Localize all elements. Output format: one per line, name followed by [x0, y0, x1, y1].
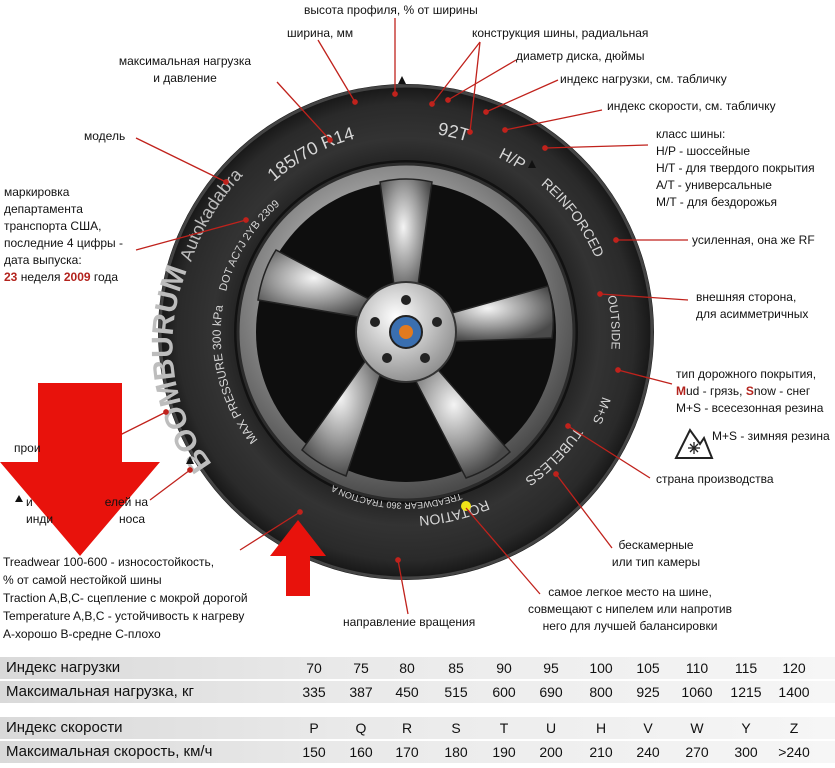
max-load-cell: 1215	[730, 684, 762, 700]
label-load-index: индекс нагрузки, см. табличку	[560, 72, 727, 86]
label-rotation-direction: направление вращения	[343, 615, 476, 629]
tire-outside-text: OUTSIDE	[605, 294, 623, 350]
max-speed-cell: 200	[539, 744, 563, 760]
snowflake-mountain-icon	[674, 428, 714, 459]
label-speed-index: индекс скорости, см. табличку	[607, 99, 776, 113]
label-rim-diameter: диаметр диска, дюймы	[516, 49, 645, 63]
speed-index-row: Индекс скорости P Q R S T U H V W Y Z	[0, 717, 835, 739]
max-speed-cell: 180	[444, 744, 468, 760]
max-load-cell: 925	[636, 684, 660, 700]
load-index-cell: 115	[734, 660, 758, 676]
load-index-row: Индекс нагрузки 70 75 80 85 90 95 100 105 110 115…	[0, 657, 835, 679]
load-index-cell: 100	[589, 660, 613, 676]
max-speed-cell: 240	[636, 744, 660, 760]
load-index-cell: 70	[306, 660, 322, 676]
load-index-cell: 80	[399, 660, 415, 676]
load-index-cell: 120	[782, 660, 806, 676]
label-winter: M+S - зимняя резина	[712, 429, 830, 443]
label-construction: конструкция шины, радиальная	[472, 26, 649, 40]
indicator-triangle-icon	[15, 495, 23, 502]
speed-index-cell: U	[545, 720, 557, 736]
label-tubeless: бескамерные или тип камеры	[611, 538, 701, 569]
load-index-header: Индекс нагрузки	[6, 659, 121, 676]
label-road-type: тип дорожного покрытия, Mud - грязь, Sno…	[676, 367, 824, 415]
load-index-cell: 85	[448, 660, 464, 676]
label-model: модель	[84, 129, 126, 143]
speed-index-cell: H	[595, 720, 607, 736]
label-profile-height: высота профиля, % от ширины	[304, 3, 478, 17]
max-load-cell: 450	[395, 684, 419, 700]
label-reinforced: усиленная, она же RF	[692, 233, 815, 247]
max-speed-cell: 160	[349, 744, 373, 760]
load-index-cell: 95	[543, 660, 559, 676]
max-load-cell: 335	[302, 684, 326, 700]
label-lightest-point: самое легкое место на шине, совмещают с …	[528, 585, 732, 633]
max-speed-cell: 210	[589, 744, 613, 760]
load-index-table: Индекс нагрузки 70 75 80 85 90 95 100 105 110 115…	[0, 657, 835, 705]
max-speed-cell: 150	[302, 744, 326, 760]
max-load-cell: 800	[589, 684, 613, 700]
label-outside: внешняя сторона, для асимметричных	[696, 290, 809, 321]
max-load-cell: 1060	[681, 684, 713, 700]
label-tire-class: класс шины: H/P - шоссейные H/T - для тв…	[656, 127, 815, 209]
max-load-cell: 515	[444, 684, 468, 700]
max-load-header: Максимальная нагрузка, кг	[6, 683, 195, 700]
speed-index-table: Индекс скорости P Q R S T U H V W Y Z Максимальная…	[0, 717, 835, 765]
max-speed-cell: 190	[492, 744, 516, 760]
max-speed-cell: >240	[778, 744, 810, 760]
max-load-row: Максимальная нагрузка, кг 335 387 450 515 60…	[0, 681, 835, 703]
load-index-cell: 110	[685, 660, 709, 676]
valve-point-icon	[461, 501, 471, 511]
max-load-cell: 600	[492, 684, 516, 700]
treadwear-note: Treadwear 100-600 - износостойкость, % о…	[3, 555, 248, 641]
speed-index-cell: Z	[789, 720, 799, 736]
speed-index-cell: V	[643, 720, 653, 736]
speed-index-header: Индекс скорости	[6, 719, 123, 736]
max-speed-cell: 170	[395, 744, 419, 760]
load-index-cell: 90	[496, 660, 512, 676]
max-speed-row: Максимальная скорость, км/ч 150 160 170 180…	[0, 741, 835, 763]
red-up-arrow-icon	[270, 520, 326, 596]
speed-index-cell: P	[309, 720, 319, 736]
max-load-cell: 690	[539, 684, 563, 700]
max-speed-cell: 270	[685, 744, 709, 760]
max-load-cell: 1400	[778, 684, 810, 700]
label-width: ширина, мм	[287, 26, 354, 40]
wheel-rim	[236, 162, 576, 502]
label-max-load: максимальная нагрузка и давление	[118, 54, 252, 85]
speed-index-cell: Y	[741, 720, 751, 736]
max-load-cell: 387	[349, 684, 373, 700]
speed-index-cell: T	[499, 720, 509, 736]
load-index-cell: 75	[353, 660, 369, 676]
tire-diagram: 185/70 R14 92T MAX PRESSURE 300 kPa H/P …	[0, 18, 714, 615]
red-down-arrow-icon	[0, 383, 160, 556]
max-speed-header: Максимальная скорость, км/ч	[6, 743, 213, 760]
label-dot: маркировка департамента транспорта США, …	[4, 185, 124, 284]
max-speed-cell: 300	[734, 744, 758, 760]
label-manufacturer: прои	[14, 441, 41, 455]
speed-index-cell: Q	[355, 720, 367, 736]
speed-index-cell: W	[690, 720, 704, 736]
load-index-cell: 105	[636, 660, 660, 676]
label-country: страна производства	[656, 472, 774, 486]
speed-index-cell: R	[401, 720, 413, 736]
speed-index-cell: S	[451, 720, 461, 736]
